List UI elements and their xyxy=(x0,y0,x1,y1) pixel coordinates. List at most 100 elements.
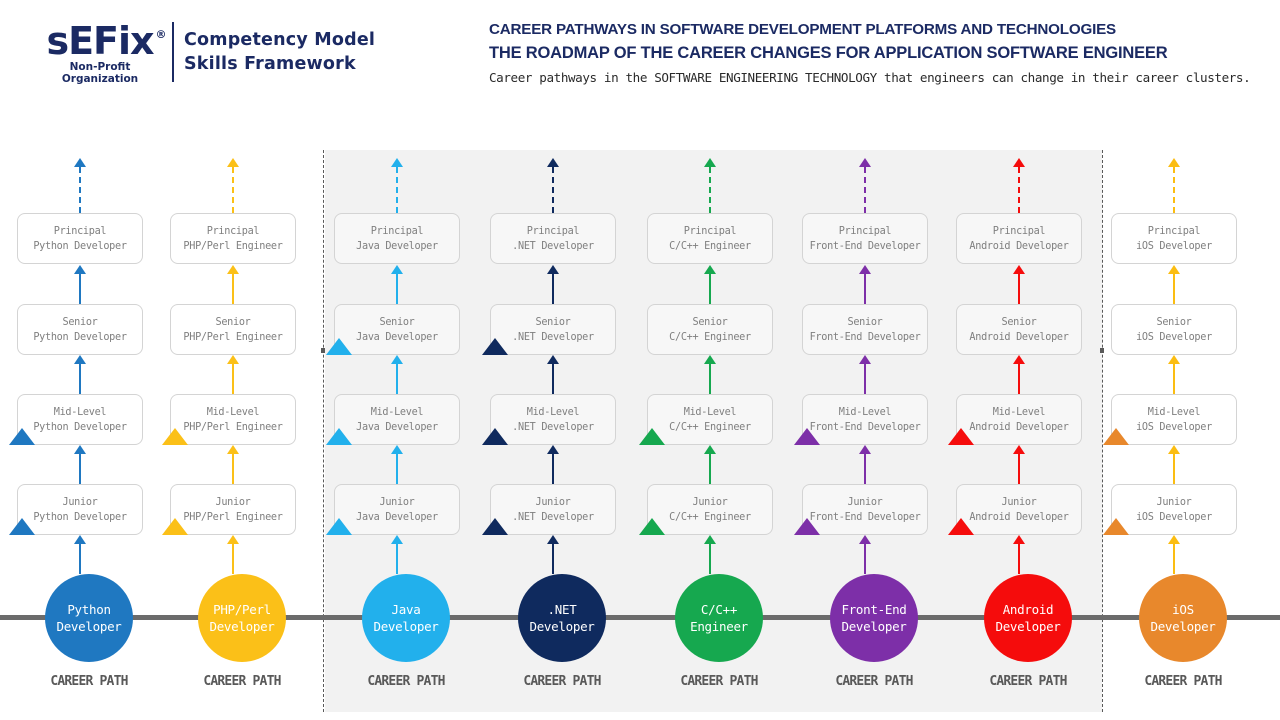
progression-dashed-line-c-cpp xyxy=(709,167,711,213)
title-block: CAREER PATHWAYS IN SOFTWARE DEVELOPMENT … xyxy=(489,19,1259,90)
role-level-label: Mid-Level xyxy=(53,406,107,418)
role-level-label: Mid-Level xyxy=(370,406,424,418)
career-node-label-line-1: iOS xyxy=(1172,602,1194,617)
header-divider xyxy=(172,22,174,82)
role-track-label: Android Developer xyxy=(969,331,1069,343)
entry-point-triangle-icon-c-cpp-mid-level xyxy=(639,428,665,445)
role-box-dotnet-junior[interactable]: Junior.NET Developer xyxy=(490,484,616,535)
connector-senior-to-principal-ios xyxy=(1173,273,1175,304)
career-path-caption-c-cpp: CAREER PATH xyxy=(680,674,758,689)
entry-point-triangle-icon-android-junior xyxy=(948,518,974,535)
entry-point-triangle-icon-dotnet-senior xyxy=(482,338,508,355)
brand-tagline: Competency Model Skills Framework xyxy=(184,28,375,76)
connector-circle-to-junior-android xyxy=(1018,543,1020,574)
progression-arrow-icon-dotnet-junior-to-mid xyxy=(547,445,559,454)
role-track-label: Java Developer xyxy=(356,240,438,252)
career-path-caption-php-perl: CAREER PATH xyxy=(203,674,281,689)
connector-junior-to-mid-c-cpp xyxy=(709,453,711,484)
progression-arrow-icon-java-senior-to-principal xyxy=(391,265,403,274)
role-box-dotnet-senior[interactable]: Senior.NET Developer xyxy=(490,304,616,355)
career-node-label-line-1: PHP/Perl xyxy=(213,602,271,617)
role-track-label: Java Developer xyxy=(356,511,438,523)
progression-arrow-icon-python-senior-to-principal xyxy=(74,265,86,274)
role-box-dotnet-mid-level[interactable]: Mid-Level.NET Developer xyxy=(490,394,616,445)
connector-circle-to-junior-front-end xyxy=(864,543,866,574)
role-track-label: iOS Developer xyxy=(1136,511,1212,523)
connector-mid-to-senior-dotnet xyxy=(552,363,554,394)
progression-arrow-icon-php-perl-mid-to-senior xyxy=(227,355,239,364)
role-level-label: Junior xyxy=(379,496,415,508)
role-level-label: Junior xyxy=(692,496,728,508)
role-track-label: Java Developer xyxy=(356,331,438,343)
entry-point-triangle-icon-ios-mid-level xyxy=(1103,428,1129,445)
progression-arrow-icon-python-mid-to-senior xyxy=(74,355,86,364)
connector-senior-to-principal-c-cpp xyxy=(709,273,711,304)
entry-point-triangle-icon-front-end-mid-level xyxy=(794,428,820,445)
entry-point-triangle-icon-php-perl-junior xyxy=(162,518,188,535)
sefix-logo: sEFix ® Non-Profit Organization xyxy=(30,22,170,85)
connector-mid-to-senior-php-perl xyxy=(232,363,234,394)
progression-arrow-icon-android-mid-to-senior xyxy=(1013,355,1025,364)
career-node-label-line-2: Engineer xyxy=(690,619,748,634)
role-level-label: Senior xyxy=(1001,316,1037,328)
role-track-label: C/C++ Engineer xyxy=(669,511,751,523)
brand-tagline-line-2: Skills Framework xyxy=(184,54,356,74)
entry-point-triangle-icon-android-mid-level xyxy=(948,428,974,445)
connector-circle-to-junior-java xyxy=(396,543,398,574)
career-path-caption-android: CAREER PATH xyxy=(989,674,1067,689)
progression-dashed-line-python xyxy=(79,167,81,213)
career-node-c-cpp[interactable]: C/C++Engineer xyxy=(675,574,763,662)
connector-circle-to-junior-php-perl xyxy=(232,543,234,574)
progression-arrow-icon-front-end-junior-to-mid xyxy=(859,445,871,454)
progression-arrow-icon-c-cpp-circle-to-junior xyxy=(704,535,716,544)
role-track-label: Android Developer xyxy=(969,421,1069,433)
progression-arrow-icon-python-junior-to-mid xyxy=(74,445,86,454)
role-box-dotnet-principal[interactable]: Principal.NET Developer xyxy=(490,213,616,264)
progression-arrow-icon-python-top xyxy=(74,158,86,167)
progression-dashed-line-php-perl xyxy=(232,167,234,213)
role-track-label: iOS Developer xyxy=(1136,331,1212,343)
progression-arrow-icon-c-cpp-senior-to-principal xyxy=(704,265,716,274)
registered-trademark-icon: ® xyxy=(155,28,167,41)
career-node-label-line-1: Front-End xyxy=(841,602,907,617)
cluster-panel-left-boundary xyxy=(323,150,324,712)
